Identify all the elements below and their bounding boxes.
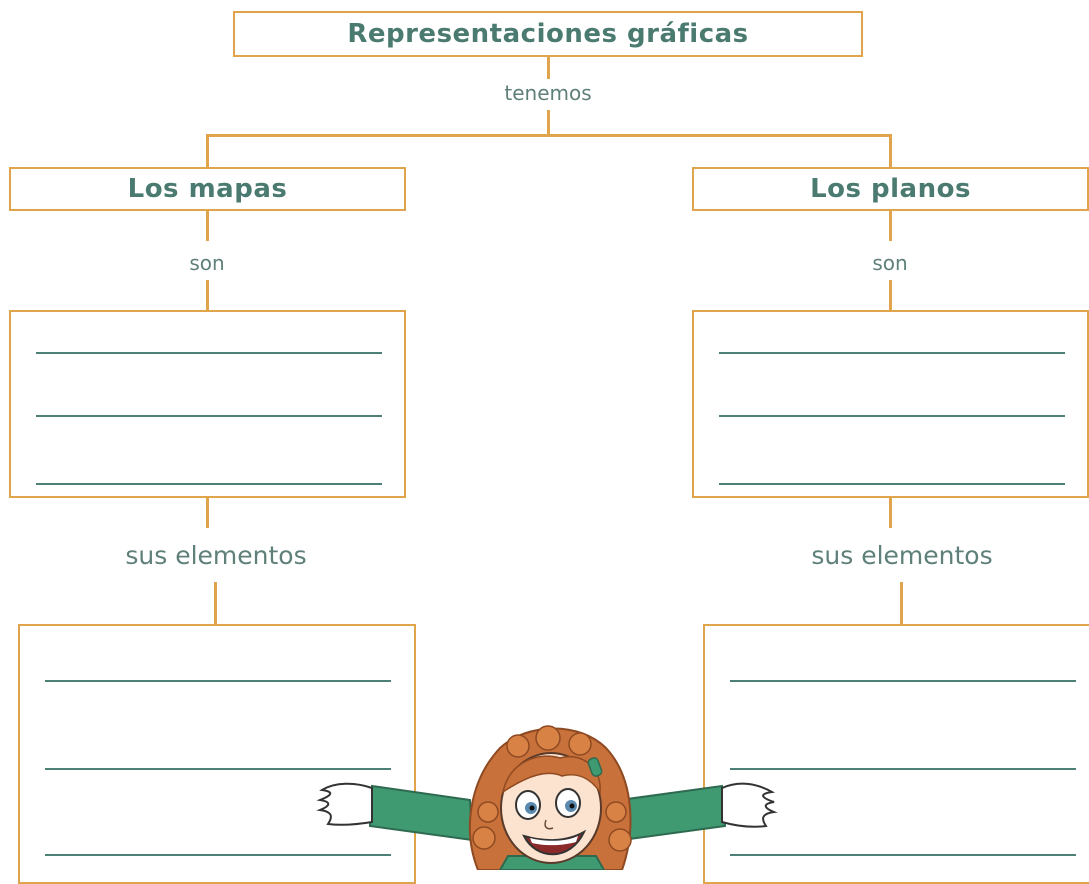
right-definition-box bbox=[692, 310, 1089, 498]
right-definition-blank-3[interactable] bbox=[719, 483, 1065, 485]
right-elements-line-upper bbox=[889, 498, 892, 528]
girl-right-hand bbox=[721, 782, 778, 828]
branch-horizontal-line bbox=[206, 134, 892, 137]
left-elements-line-upper bbox=[206, 498, 209, 528]
left-definition-blank-2[interactable] bbox=[36, 415, 382, 417]
girl-left-arm bbox=[368, 784, 474, 842]
right-son-line-upper bbox=[889, 211, 892, 241]
right-connector-sus-elementos: sus elementos bbox=[811, 541, 993, 570]
root-box: Representaciones gráficas bbox=[233, 11, 863, 57]
left-elements-blank-1[interactable] bbox=[45, 680, 391, 682]
right-elements-blank-2[interactable] bbox=[730, 768, 1076, 770]
left-son-line-upper bbox=[206, 211, 209, 241]
left-connector-son: son bbox=[189, 251, 225, 275]
left-son-line-lower bbox=[206, 280, 209, 310]
left-elements-blank-3[interactable] bbox=[45, 854, 391, 856]
right-elements-blank-1[interactable] bbox=[730, 680, 1076, 682]
right-definition-blank-1[interactable] bbox=[719, 352, 1065, 354]
right-elements-line-lower bbox=[900, 582, 903, 624]
left-elements-box bbox=[18, 624, 416, 884]
right-elements-box bbox=[703, 624, 1089, 884]
root-title: Representaciones gráficas bbox=[347, 19, 749, 49]
girl-left-hand bbox=[316, 782, 373, 826]
connector-tenemos: tenemos bbox=[504, 81, 592, 105]
branch-right-drop bbox=[889, 134, 892, 167]
right-son-line-lower bbox=[889, 280, 892, 310]
right-title: Los planos bbox=[810, 174, 971, 204]
left-definition-blank-3[interactable] bbox=[36, 483, 382, 485]
left-elements-blank-2[interactable] bbox=[45, 768, 391, 770]
root-connector-line-lower bbox=[547, 110, 550, 136]
girl-right-arm bbox=[618, 784, 727, 842]
right-elements-blank-3[interactable] bbox=[730, 854, 1076, 856]
branch-left-drop bbox=[206, 134, 209, 167]
left-title: Los mapas bbox=[127, 174, 288, 204]
left-definition-blank-1[interactable] bbox=[36, 352, 382, 354]
left-title-box: Los mapas bbox=[9, 167, 406, 211]
left-connector-sus-elementos: sus elementos bbox=[125, 541, 307, 570]
root-connector-line-upper bbox=[547, 57, 550, 79]
girl-cartoon-icon bbox=[316, 725, 778, 870]
left-elements-line-lower bbox=[214, 582, 217, 624]
left-definition-box bbox=[9, 310, 406, 498]
right-connector-son: son bbox=[872, 251, 908, 275]
right-definition-blank-2[interactable] bbox=[719, 415, 1065, 417]
right-title-box: Los planos bbox=[692, 167, 1089, 211]
